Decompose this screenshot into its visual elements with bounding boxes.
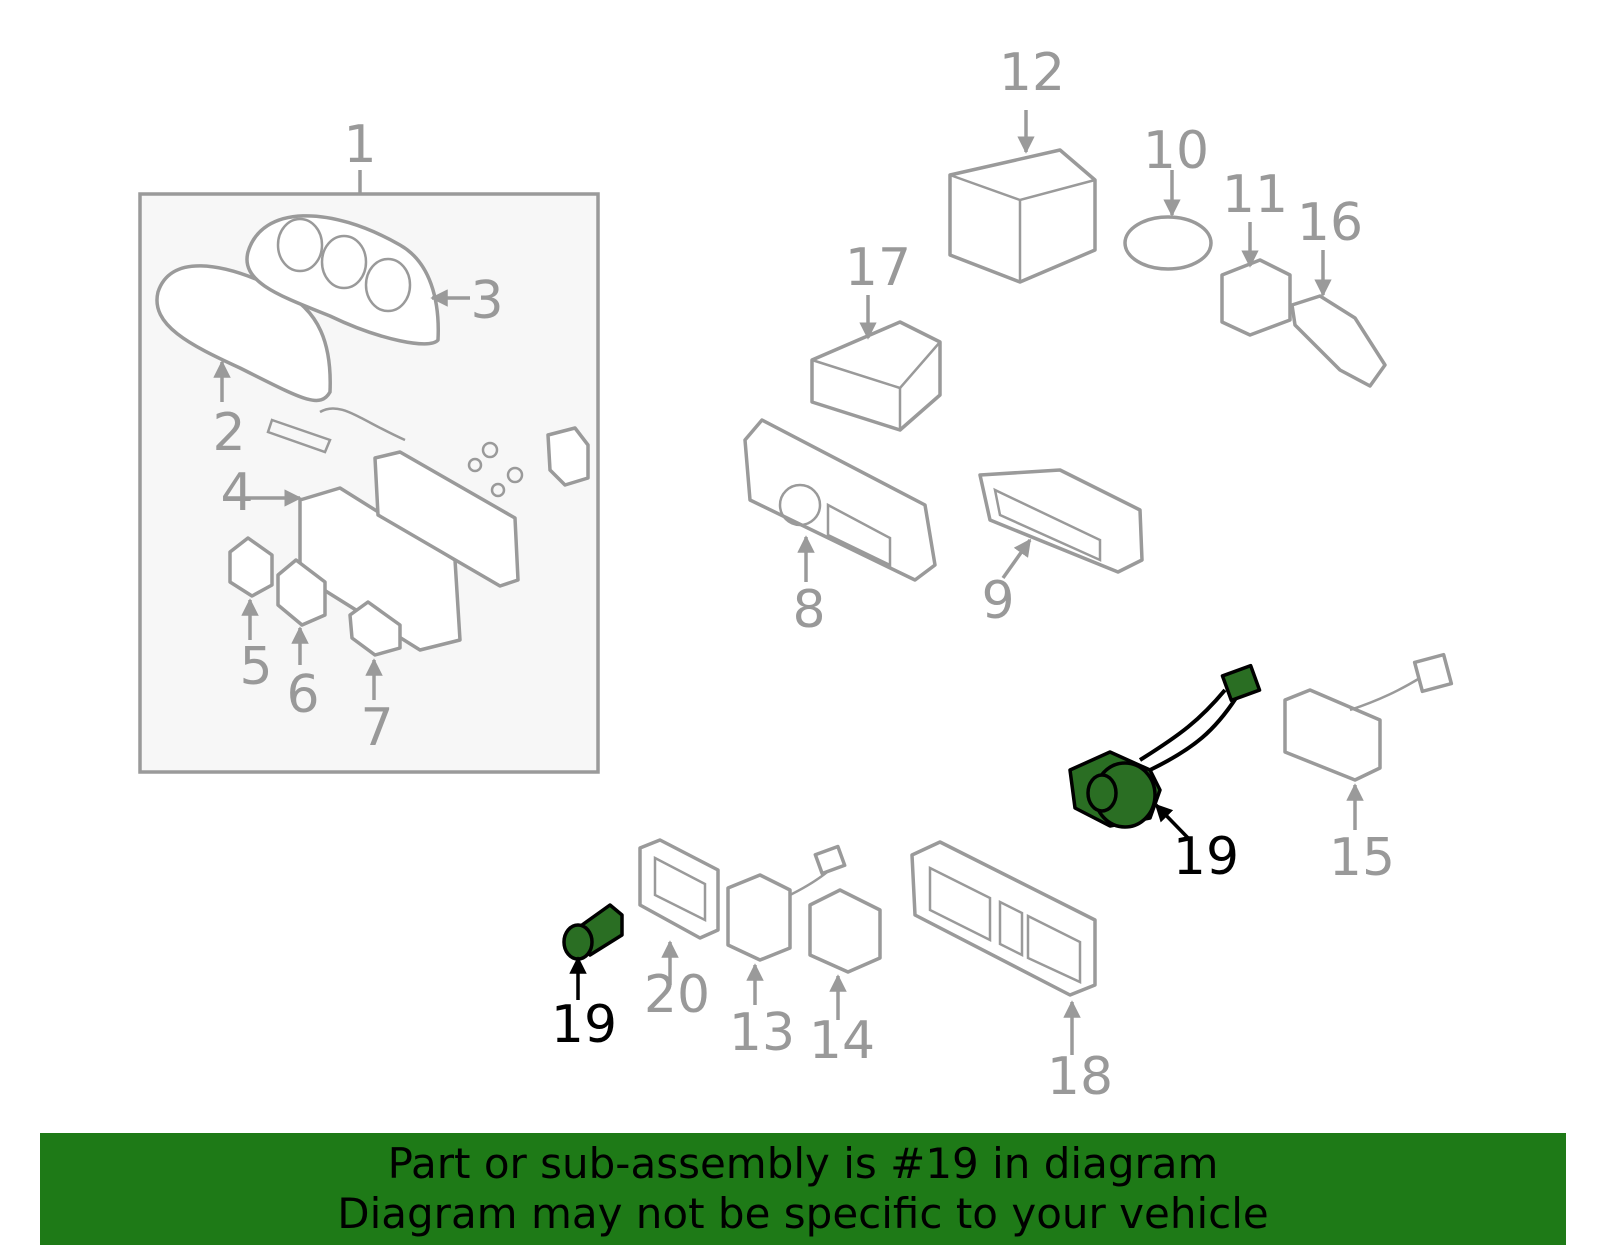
callout-20: 20 (644, 965, 710, 1025)
callout-15: 15 (1329, 828, 1395, 888)
cluster-circuit-board (224, 407, 590, 652)
callout-13: 13 (729, 1003, 795, 1063)
callout-5: 5 (239, 637, 272, 697)
callout-10: 10 (1143, 121, 1209, 181)
part-20-frame (638, 838, 720, 985)
part-15-switch-harness (1283, 652, 1454, 830)
parts-diagram: 1 2 3 4 5 6 7 8 9 10 11 12 13 14 15 16 1… (138, 43, 1454, 1107)
callout-7: 7 (360, 698, 393, 758)
callout-6: 6 (286, 665, 319, 725)
info-banner: Part or sub-assembly is #19 in diagram D… (40, 1133, 1566, 1245)
callout-2: 2 (212, 403, 245, 463)
part-11-switch (1220, 222, 1292, 337)
callout-4: 4 (220, 463, 253, 523)
gauge-5 (228, 536, 274, 640)
callout-14: 14 (809, 1011, 875, 1071)
callout-19-plug: 19 (551, 995, 617, 1055)
part-13-switch (726, 844, 847, 1005)
part-16-sensor (1290, 250, 1387, 388)
callout-19: 19 (1173, 827, 1239, 887)
callout-16: 16 (1297, 193, 1363, 253)
part-19-socket-harness (1068, 663, 1262, 842)
banner-line-2: Diagram may not be specific to your vehi… (337, 1189, 1269, 1238)
gauge-7 (348, 600, 402, 700)
part-10-cap (1123, 170, 1213, 271)
callout-17: 17 (845, 238, 911, 298)
part-8-control-panel (743, 418, 937, 582)
callout-11: 11 (1222, 165, 1288, 225)
part-19-plug (562, 903, 624, 1000)
cluster-bezel (245, 214, 470, 346)
part-14-switch (808, 888, 882, 1020)
banner-line-1: Part or sub-assembly is #19 in diagram (387, 1139, 1219, 1188)
part-18-switch-panel (910, 840, 1097, 1055)
callout-8: 8 (792, 580, 825, 640)
callout-3: 3 (470, 271, 503, 331)
part-12-control-unit (948, 110, 1097, 284)
callout-18: 18 (1047, 1047, 1113, 1107)
part-9-bezel (978, 468, 1144, 580)
gauge-6 (276, 558, 327, 665)
part-17-module (810, 295, 942, 432)
callout-9: 9 (981, 571, 1014, 631)
callout-12: 12 (999, 43, 1065, 103)
callout-1: 1 (343, 115, 376, 175)
